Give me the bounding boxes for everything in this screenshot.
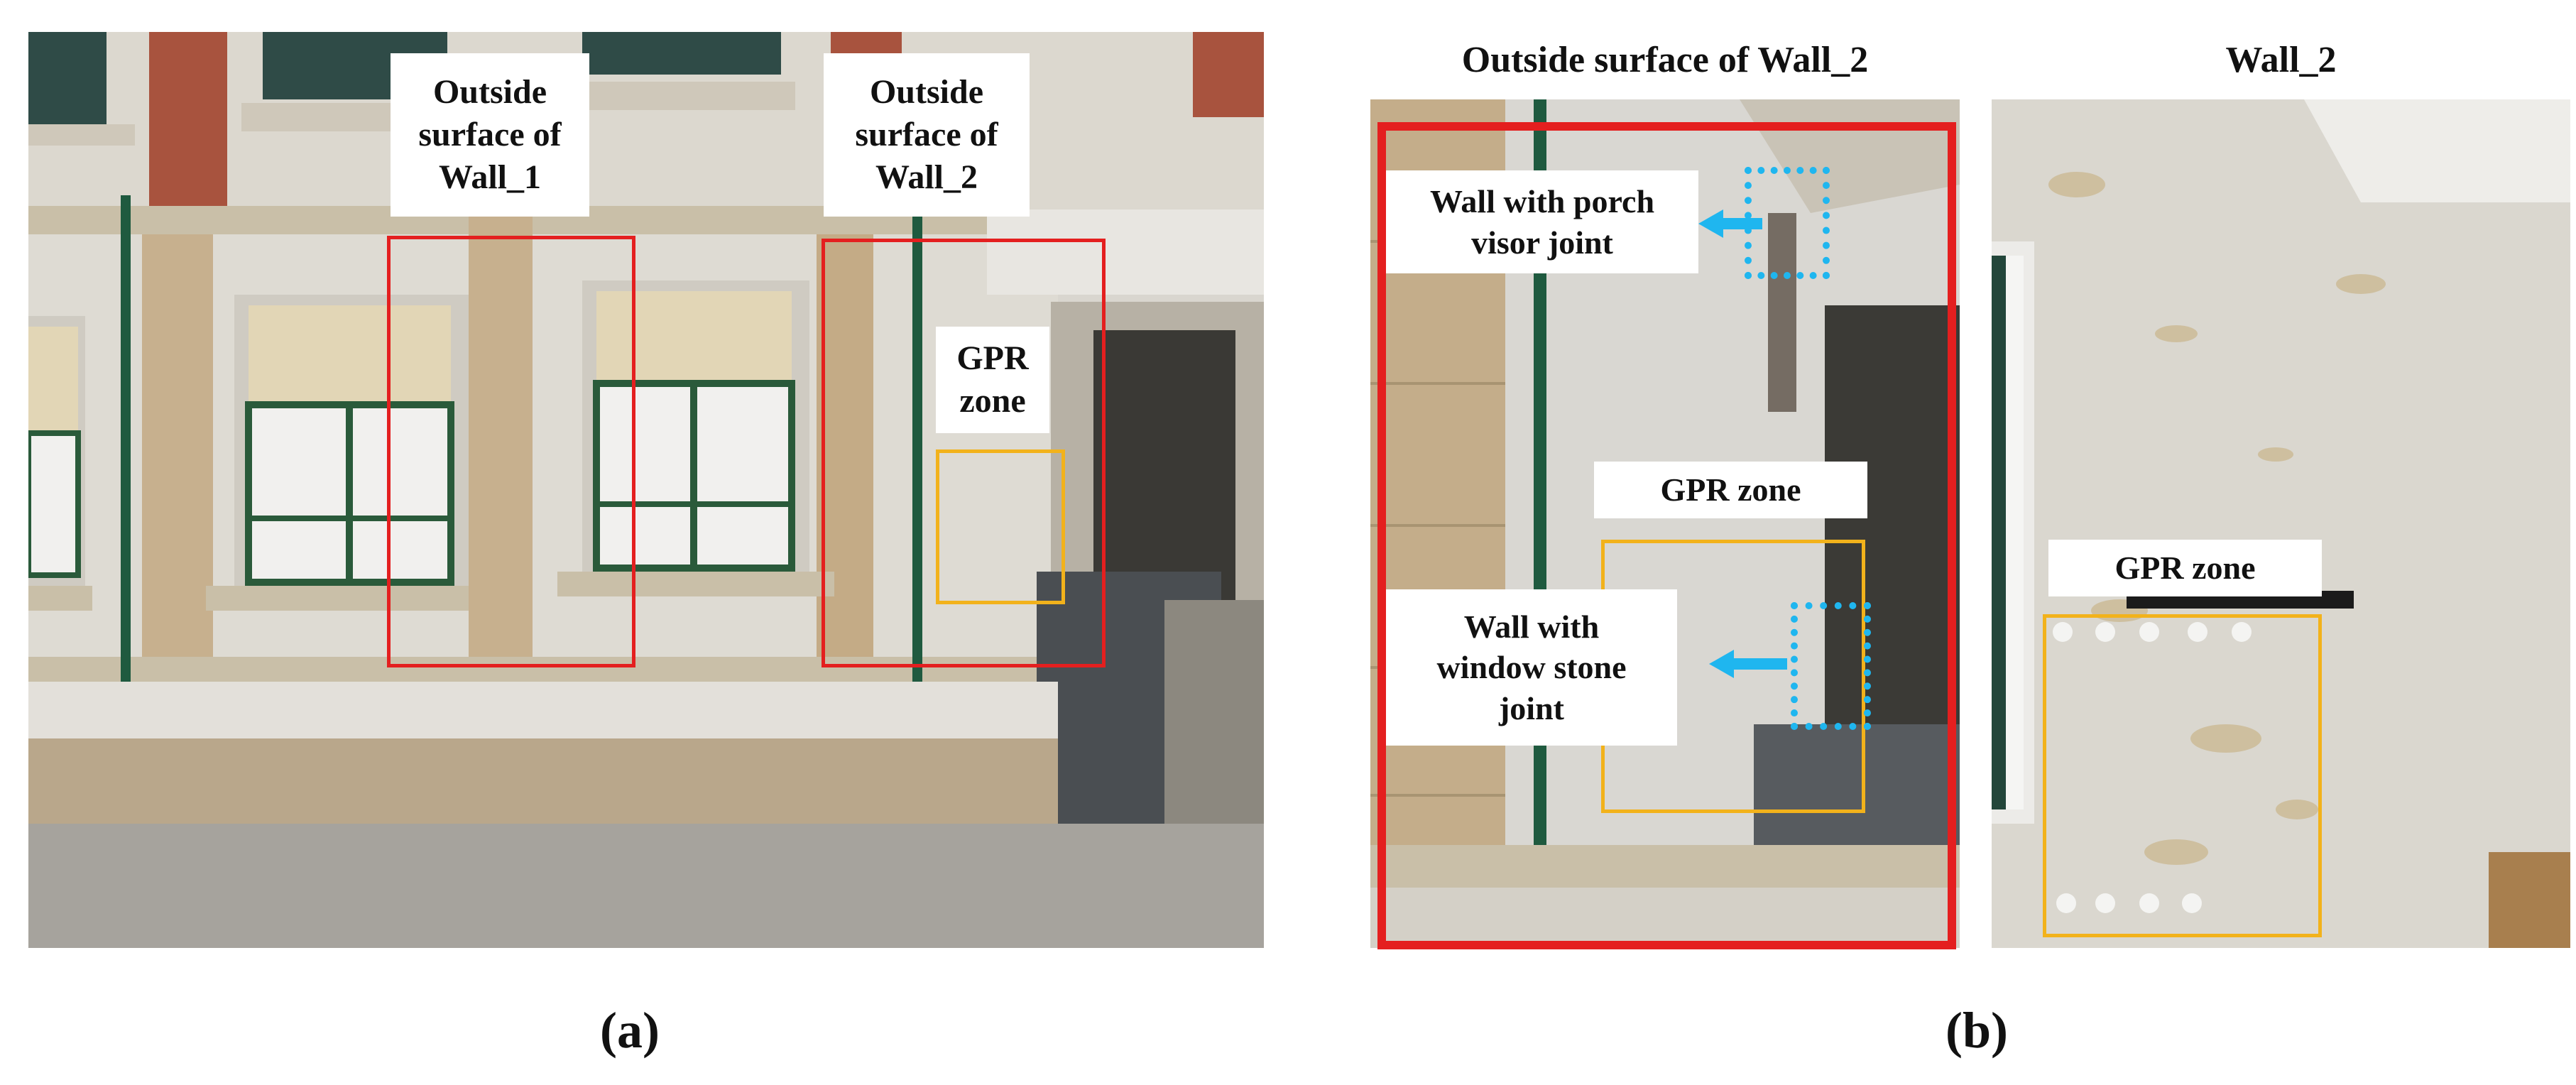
photo-wall2-interior bbox=[1992, 99, 2570, 948]
gpr-zone-box-b-right bbox=[2043, 614, 2322, 937]
label-window-stone-joint: Wall with window stone joint bbox=[1386, 589, 1677, 746]
arrow-left-icon bbox=[1698, 209, 1762, 238]
gpr-zone-box-a bbox=[936, 449, 1065, 604]
heading-wall2: Wall_2 bbox=[2225, 40, 2337, 80]
photo-building-facade bbox=[28, 32, 1264, 948]
wall2-region-box bbox=[822, 239, 1106, 667]
heading-outside-wall2: Outside surface of Wall_2 bbox=[1461, 40, 1869, 80]
wall1-region-box bbox=[387, 236, 635, 667]
caption-panel-b: (b) bbox=[1945, 1002, 2008, 1059]
caption-panel-a: (a) bbox=[600, 1002, 660, 1059]
label-gpr-zone-b-left: GPR zone bbox=[1594, 462, 1867, 518]
wall2-interior-illustration bbox=[1992, 99, 2570, 948]
label-porch-visor-joint: Wall with porch visor joint bbox=[1386, 170, 1698, 273]
label-outside-wall2: Outside surface of Wall_2 bbox=[824, 53, 1030, 217]
label-outside-wall1: Outside surface of Wall_1 bbox=[391, 53, 589, 217]
label-gpr-zone-b-right: GPR zone bbox=[2048, 540, 2322, 596]
wall2-outside-region-box bbox=[1377, 122, 1956, 949]
arrow-left-icon bbox=[1709, 650, 1787, 678]
facade-illustration bbox=[28, 32, 1264, 948]
window-joint-marker bbox=[1791, 602, 1871, 730]
label-gpr-zone-a: GPR zone bbox=[936, 327, 1049, 433]
